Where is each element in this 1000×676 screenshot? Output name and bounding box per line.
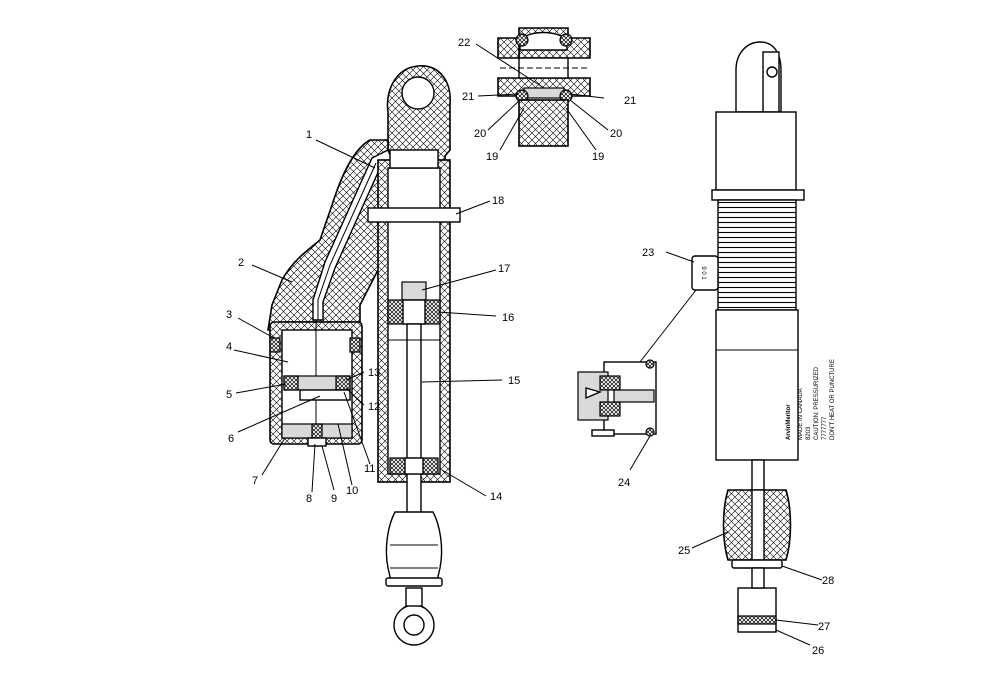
- callout-18: 18: [492, 195, 504, 207]
- callout-labels: 1 2 3 4 5 6 7 8 9 10 11 12 13 14 15 16 1…: [226, 37, 834, 657]
- label-line3: CAUTION: PRESSURIZED: [814, 366, 820, 440]
- callout-1: 1: [306, 129, 312, 141]
- washer: [731, 559, 783, 569]
- callout-5: 5: [226, 389, 232, 401]
- callout-12: 12: [368, 401, 380, 413]
- label-line1: MADE IN CANADA: [798, 388, 804, 440]
- lower-rod-end: [737, 587, 777, 633]
- callout-21-left: 21: [462, 91, 474, 103]
- callout-25: 25: [678, 545, 690, 557]
- exterior-lower-body: [715, 309, 799, 461]
- adjuster-knob: [691, 255, 719, 291]
- callout-19-right: 19: [592, 151, 604, 163]
- callout-17: 17: [498, 263, 510, 275]
- callout-27: 27: [818, 621, 830, 633]
- callout-24: 24: [618, 477, 630, 489]
- callout-9: 9: [331, 493, 337, 505]
- callout-21-right: 21: [624, 95, 636, 107]
- callout-28: 28: [822, 575, 834, 587]
- callout-23: 23: [642, 247, 654, 259]
- callout-13: 13: [368, 367, 380, 379]
- callout-14: 14: [490, 491, 502, 503]
- section-view: [267, 65, 461, 646]
- callout-20-right: 20: [610, 128, 622, 140]
- callout-20-left: 20: [474, 128, 486, 140]
- bottom-rod-end: [385, 511, 443, 586]
- callout-19-left: 19: [486, 151, 498, 163]
- bearing-ball: [523, 87, 565, 99]
- top-eye-bore: [401, 76, 435, 110]
- detail-shaft: [518, 99, 569, 147]
- callout-26: 26: [812, 645, 824, 657]
- piston-nut: [401, 281, 427, 301]
- callout-16: 16: [502, 312, 514, 324]
- adjuster-detail-view: [577, 359, 657, 437]
- callout-6: 6: [228, 433, 234, 445]
- label-line5: DON'T HEAT OR PUNCTURE: [830, 359, 836, 440]
- leader-lines: [233, 43, 823, 646]
- bearing-detail-view: [497, 27, 591, 147]
- callout-8: 8: [306, 493, 312, 505]
- label-line2: 8203: [806, 426, 812, 440]
- callout-3: 3: [226, 309, 232, 321]
- callout-2: 2: [238, 257, 244, 269]
- piston-rod: [406, 323, 422, 515]
- collar: [367, 207, 461, 223]
- label-brand: ArvinMeritor: [786, 404, 792, 440]
- callout-7: 7: [252, 475, 258, 487]
- label-line4: 7777777: [822, 416, 828, 440]
- callout-15: 15: [508, 375, 520, 387]
- adjuster-knob-text: 9 0 1: [700, 266, 706, 280]
- callout-10: 10: [346, 485, 358, 497]
- threaded-body: [717, 199, 797, 311]
- exterior-view: 9 0 1 ArvinMeritor MADE IN CANADA 8203 C…: [691, 41, 836, 633]
- exterior-upper-body: [715, 111, 797, 191]
- callout-11: 11: [364, 463, 375, 475]
- callout-22: 22: [458, 37, 470, 49]
- callout-4: 4: [226, 341, 232, 353]
